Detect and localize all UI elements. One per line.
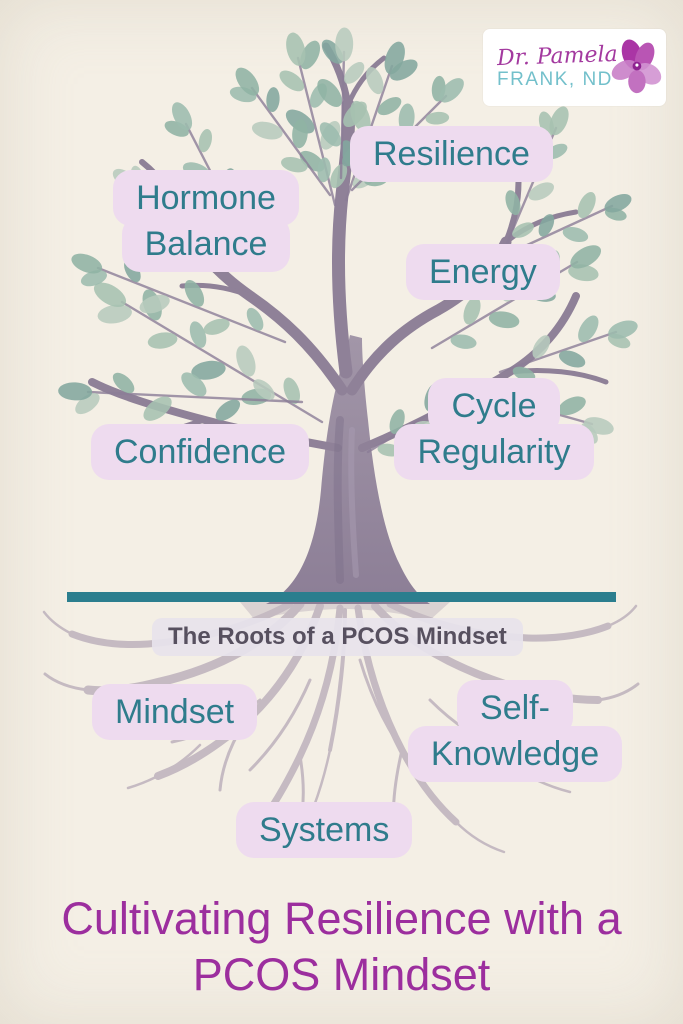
branch-label-confidence: Confidence xyxy=(91,424,310,480)
logo-text: Dr. Pamela FRANK, ND xyxy=(483,41,619,90)
branch-label-energy: Energy xyxy=(406,244,560,300)
label-text: Confidence xyxy=(91,424,310,480)
roots-heading: The Roots of a PCOS Mindset xyxy=(152,618,523,656)
label-text: Systems xyxy=(236,802,413,858)
label-text: Energy xyxy=(406,244,560,300)
label-text: Resilience xyxy=(350,126,553,182)
label-text: Mindset xyxy=(92,684,258,740)
root-label-mindset: Mindset xyxy=(92,684,258,740)
branch-label-cycle-regularity: Cycle Regularity xyxy=(380,378,608,480)
label-text: Regularity xyxy=(394,424,594,480)
logo: Dr. Pamela FRANK, ND xyxy=(483,29,666,106)
main-title: Cultivating Resilience with a PCOS Minds… xyxy=(0,891,683,1003)
label-text: Knowledge xyxy=(407,726,623,782)
root-label-self-knowledge: Self- Knowledge xyxy=(396,680,634,782)
logo-surname: FRANK, ND xyxy=(497,69,613,90)
ground-divider-line xyxy=(67,592,616,602)
orchid-flower-icon xyxy=(611,39,662,94)
main-title-line2: PCOS Mindset xyxy=(192,949,491,1000)
branch-label-resilience: Resilience xyxy=(350,126,553,182)
logo-doctor-name: Dr. Pamela xyxy=(496,41,619,72)
roots-heading-text: The Roots of a PCOS Mindset xyxy=(152,618,523,656)
branch-label-hormone-balance: Hormone Balance xyxy=(98,170,314,272)
label-text: Balance xyxy=(121,216,291,272)
root-label-systems: Systems xyxy=(236,802,413,858)
main-title-line1: Cultivating Resilience with a xyxy=(61,893,622,944)
